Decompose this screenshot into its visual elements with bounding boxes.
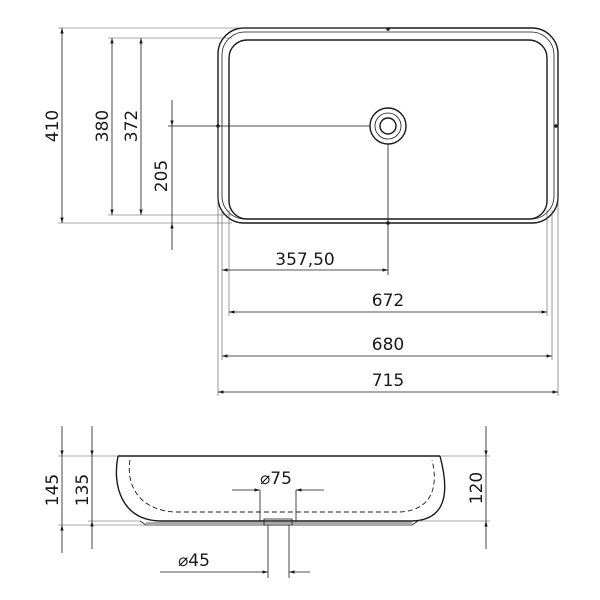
dim-label-145: 145 bbox=[43, 474, 63, 506]
dim-label-380: 380 bbox=[93, 110, 113, 142]
side-view: ⌀75 ⌀45 145 135 120 bbox=[43, 426, 490, 578]
drain-inner-circle bbox=[379, 117, 397, 135]
dim-label-205: 205 bbox=[152, 160, 172, 192]
top-view: 410 380 372 205 357,50 672 680 715 bbox=[43, 27, 559, 396]
dim-label-357-50: 357,50 bbox=[275, 250, 334, 270]
basin-profile-inner-dashed bbox=[128, 459, 435, 513]
dim-label-410: 410 bbox=[43, 110, 63, 142]
drain-middle-circle bbox=[374, 112, 402, 140]
dim-label-d75: ⌀75 bbox=[260, 469, 292, 489]
dim-label-672: 672 bbox=[372, 291, 404, 311]
dim-label-680: 680 bbox=[372, 335, 404, 355]
dim-label-120: 120 bbox=[467, 472, 487, 504]
dim-label-372: 372 bbox=[122, 110, 142, 142]
dim-label-135: 135 bbox=[73, 474, 93, 506]
rim-marker-right bbox=[554, 124, 558, 128]
drain-bottom-marker bbox=[386, 221, 390, 225]
drain-side-body bbox=[263, 518, 293, 526]
basin-profile-outer bbox=[115, 455, 446, 522]
dim-label-d45: ⌀45 bbox=[178, 551, 210, 571]
dim-label-715: 715 bbox=[372, 371, 404, 391]
